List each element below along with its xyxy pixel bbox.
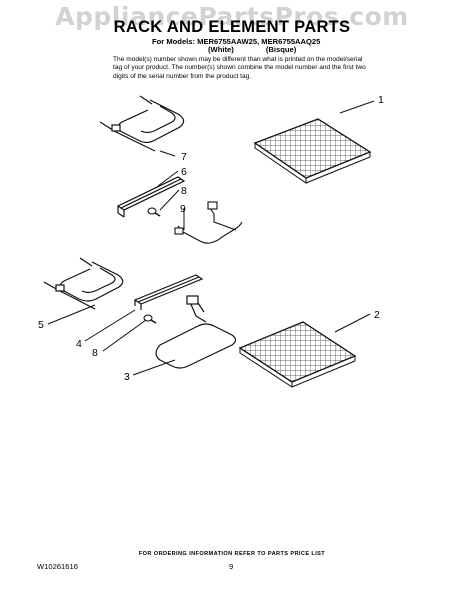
callout-9: 9: [180, 203, 186, 215]
ordering-info-note: FOR ORDERING INFORMATION REFER TO PARTS …: [138, 551, 326, 557]
models-line: For Models: MER6755AAW25, MER6755AAQ25: [152, 37, 321, 46]
broil-element-lower: [43, 257, 124, 310]
trim-strip-upper: [116, 176, 186, 218]
callout-5: 5: [38, 319, 44, 331]
callout-7: 7: [181, 151, 187, 163]
callout-2: 2: [374, 309, 380, 321]
variant-white: (White): [208, 45, 234, 54]
model-number-note: The model(s) number shown may be differe…: [113, 56, 366, 80]
document-number: W10261616: [37, 562, 78, 571]
watermark: AppliancePartsPros.com: [55, 2, 409, 31]
page-title: RACK AND ELEMENT PARTS: [113, 18, 351, 36]
variant-bisque: (Bisque): [265, 45, 297, 54]
leader-lines: [47, 100, 375, 376]
callout-1: 1: [378, 94, 384, 106]
bake-element-upper: [174, 201, 243, 244]
callout-6: 6: [181, 166, 187, 178]
trim-strip-lower: [133, 274, 204, 310]
screw-upper: [147, 207, 161, 217]
callout-3: 3: [124, 371, 130, 383]
oven-rack-lower: [238, 321, 357, 388]
callout-8-lower: 8: [92, 347, 98, 359]
callout-8-upper: 8: [181, 185, 187, 197]
broil-element-upper: [99, 95, 185, 152]
screw-lower: [143, 314, 157, 324]
page-number: 9: [229, 562, 234, 571]
callout-4: 4: [76, 338, 82, 350]
oven-rack-upper: [253, 118, 372, 184]
variants-line: (White) (Bisque): [208, 45, 326, 54]
bake-element-lower: [155, 295, 237, 369]
